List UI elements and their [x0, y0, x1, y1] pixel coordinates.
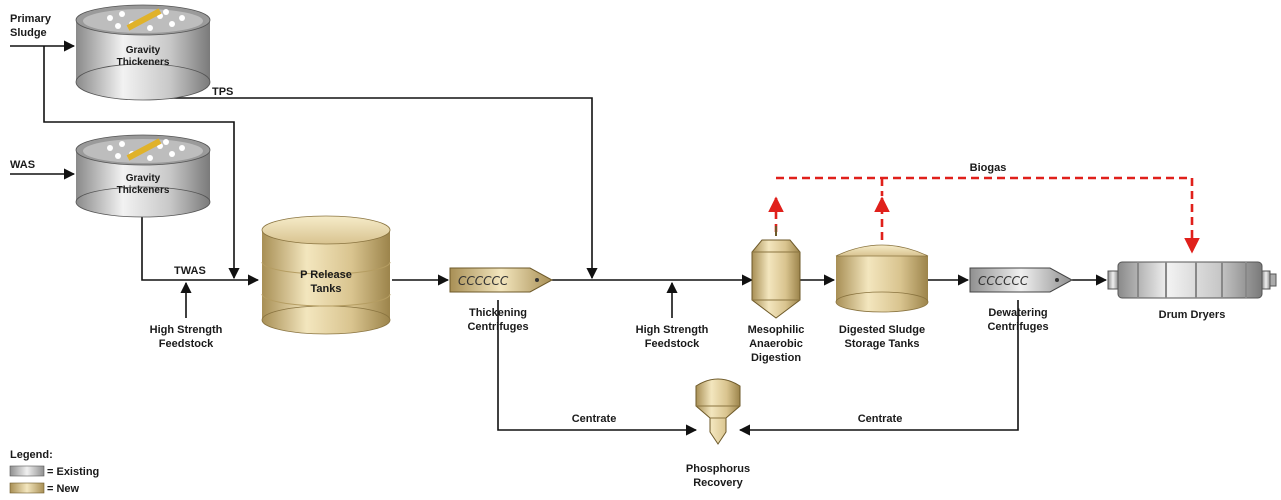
high-strength-feedstock-2-line2: Feedstock	[645, 338, 700, 350]
legend-swatch-existing	[9, 465, 45, 477]
primary-sludge-label-line1: Primary	[10, 13, 52, 25]
primary-sludge-label-line2: Sludge	[10, 27, 47, 39]
centrate-left-label: Centrate	[572, 413, 617, 425]
gravity-thickener-2: Gravity Thickeners	[75, 134, 211, 218]
p-release-label-line2: Tanks	[311, 283, 342, 295]
dewatering-centrifuge: CCCCCC	[969, 267, 1074, 293]
thickening-centrifuges-label-line1: Thickening	[469, 307, 527, 319]
drum-dryers-label: Drum Dryers	[1159, 309, 1226, 321]
thickening-centrifuges-label-line2: Centrifuges	[467, 321, 528, 333]
high-strength-feedstock-2-line1: High Strength	[636, 324, 709, 336]
p-release-label-line1: P Release	[300, 269, 352, 281]
flow-lines	[10, 40, 1108, 436]
mesophilic-label-line2: Anaerobic	[749, 338, 803, 350]
digested-sludge-label-line1: Digested Sludge	[839, 324, 925, 336]
gravity-thickener-1-label-line2: Thickeners	[117, 57, 170, 68]
mesophilic-label-line3: Digestion	[751, 352, 801, 364]
digested-sludge-storage-tank	[835, 244, 929, 313]
dewatering-centrifuges-label-line2: Centrifuges	[987, 321, 1048, 333]
phosphorus-recovery-unit	[695, 378, 741, 445]
gravity-thickener-2-label-line2: Thickeners	[117, 185, 170, 196]
phosphorus-recovery-label-line1: Phosphorus	[686, 463, 750, 475]
legend-title: Legend:	[10, 449, 53, 461]
high-strength-feedstock-1-line1: High Strength	[150, 324, 223, 336]
was-label: WAS	[10, 159, 35, 171]
centrate-right-label: Centrate	[858, 413, 903, 425]
biogas-lines	[768, 176, 1200, 254]
legend: Legend: = Existing = New	[9, 449, 99, 495]
tps-label: TPS	[212, 86, 233, 98]
legend-existing-label: = Existing	[47, 466, 99, 478]
drum-dryer	[1107, 261, 1277, 299]
screw-glyph: CCCCCC	[458, 274, 509, 288]
p-release-tanks: P Release Tanks	[261, 215, 391, 335]
high-strength-feedstock-1-line2: Feedstock	[159, 338, 214, 350]
thickening-centrifuge: CCCCCC	[449, 267, 554, 293]
twas-label: TWAS	[174, 265, 206, 277]
legend-swatch-new	[9, 482, 45, 494]
gravity-thickener-1-label-line1: Gravity	[126, 45, 161, 56]
digested-sludge-label-line2: Storage Tanks	[845, 338, 920, 350]
gravity-thickener-2-label-line1: Gravity	[126, 173, 161, 184]
biogas-label: Biogas	[970, 162, 1007, 174]
gravity-thickener-1: Gravity Thickeners	[75, 4, 211, 101]
screw-glyph: CCCCCC	[978, 274, 1029, 288]
mesophilic-digester	[751, 226, 801, 319]
legend-new-label: = New	[47, 483, 80, 495]
dewatering-centrifuges-label-line1: Dewatering	[988, 307, 1047, 319]
mesophilic-label-line1: Mesophilic	[748, 324, 805, 336]
phosphorus-recovery-label-line2: Recovery	[693, 477, 743, 489]
